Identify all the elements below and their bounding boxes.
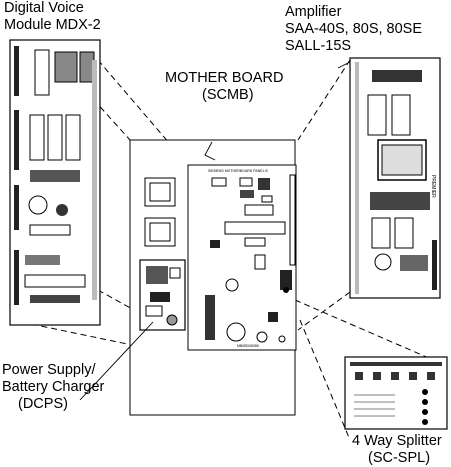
amplifier-label: Amplifier SAA-40S, 80S, 80SE SALL-15S [285,4,422,55]
digital-voice-module-board [10,40,100,325]
mother-board-label: MOTHER BOARD (SCMB) [165,70,283,104]
power-supply-board [140,260,185,330]
digital-voice-module-label: Digital Voice Module MDX-2 [4,0,101,34]
power-supply-label: Power Supply/ Battery Charger (DCPS) [2,362,104,413]
amplifier-board: PREMIER [350,58,440,298]
mother-top-text: SIEMENS MOTHERBOARD PANEL B [208,169,268,173]
mother-id-text: MB0BD08086 [237,344,259,348]
splitter-board [345,357,447,429]
amp-side-text: PREMIER [430,175,436,198]
